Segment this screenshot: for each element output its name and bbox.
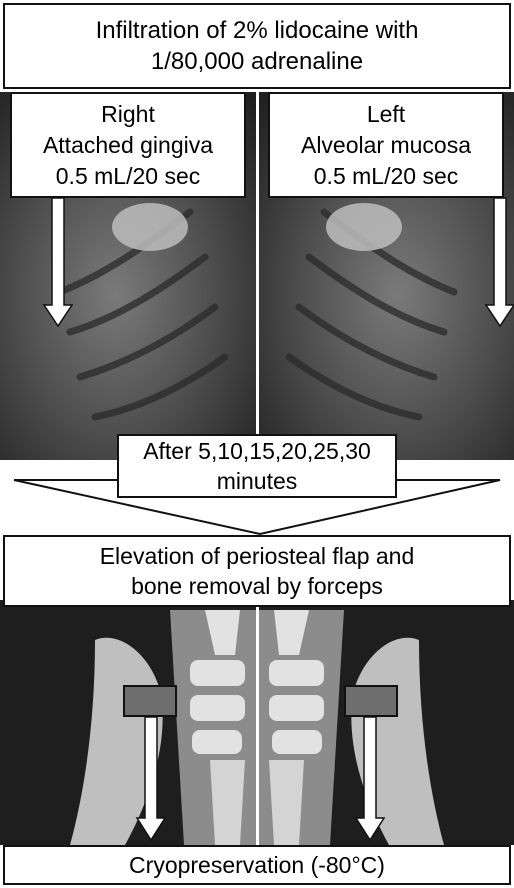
right-panel-site: Attached gingiva [43, 130, 213, 161]
left-panel-box: Left Alveolar mucosa 0.5 mL/20 sec [268, 92, 504, 198]
header-line-2: 1/80,000 adrenaline [151, 46, 363, 77]
time-step-line-1: After 5,10,15,20,25,30 [143, 436, 371, 466]
right-panel-dose: 0.5 mL/20 sec [56, 161, 200, 192]
elevation-step-line-1: Elevation of periosteal flap and [100, 541, 415, 571]
final-step-box: Cryopreservation (-80°C) [3, 845, 511, 885]
left-panel-site: Alveolar mucosa [301, 130, 471, 161]
right-panel-side: Right [101, 99, 155, 130]
elevation-step-box: Elevation of periosteal flap and bone re… [3, 535, 511, 607]
left-panel-side: Left [367, 99, 405, 130]
header-line-1: Infiltration of 2% lidocaine with [96, 15, 419, 46]
right-panel-box: Right Attached gingiva 0.5 mL/20 sec [10, 92, 246, 198]
header-box: Infiltration of 2% lidocaine with 1/80,0… [3, 3, 511, 89]
left-panel-dose: 0.5 mL/20 sec [314, 161, 458, 192]
bone-photo [0, 600, 514, 845]
time-step-line-2: minutes [217, 466, 298, 496]
final-step-label: Cryopreservation (-80°C) [129, 851, 385, 879]
elevation-step-line-2: bone removal by forceps [131, 571, 383, 601]
sample-box-right [124, 686, 176, 716]
sample-box-left [345, 686, 397, 716]
time-step-box: After 5,10,15,20,25,30 minutes [117, 434, 397, 498]
